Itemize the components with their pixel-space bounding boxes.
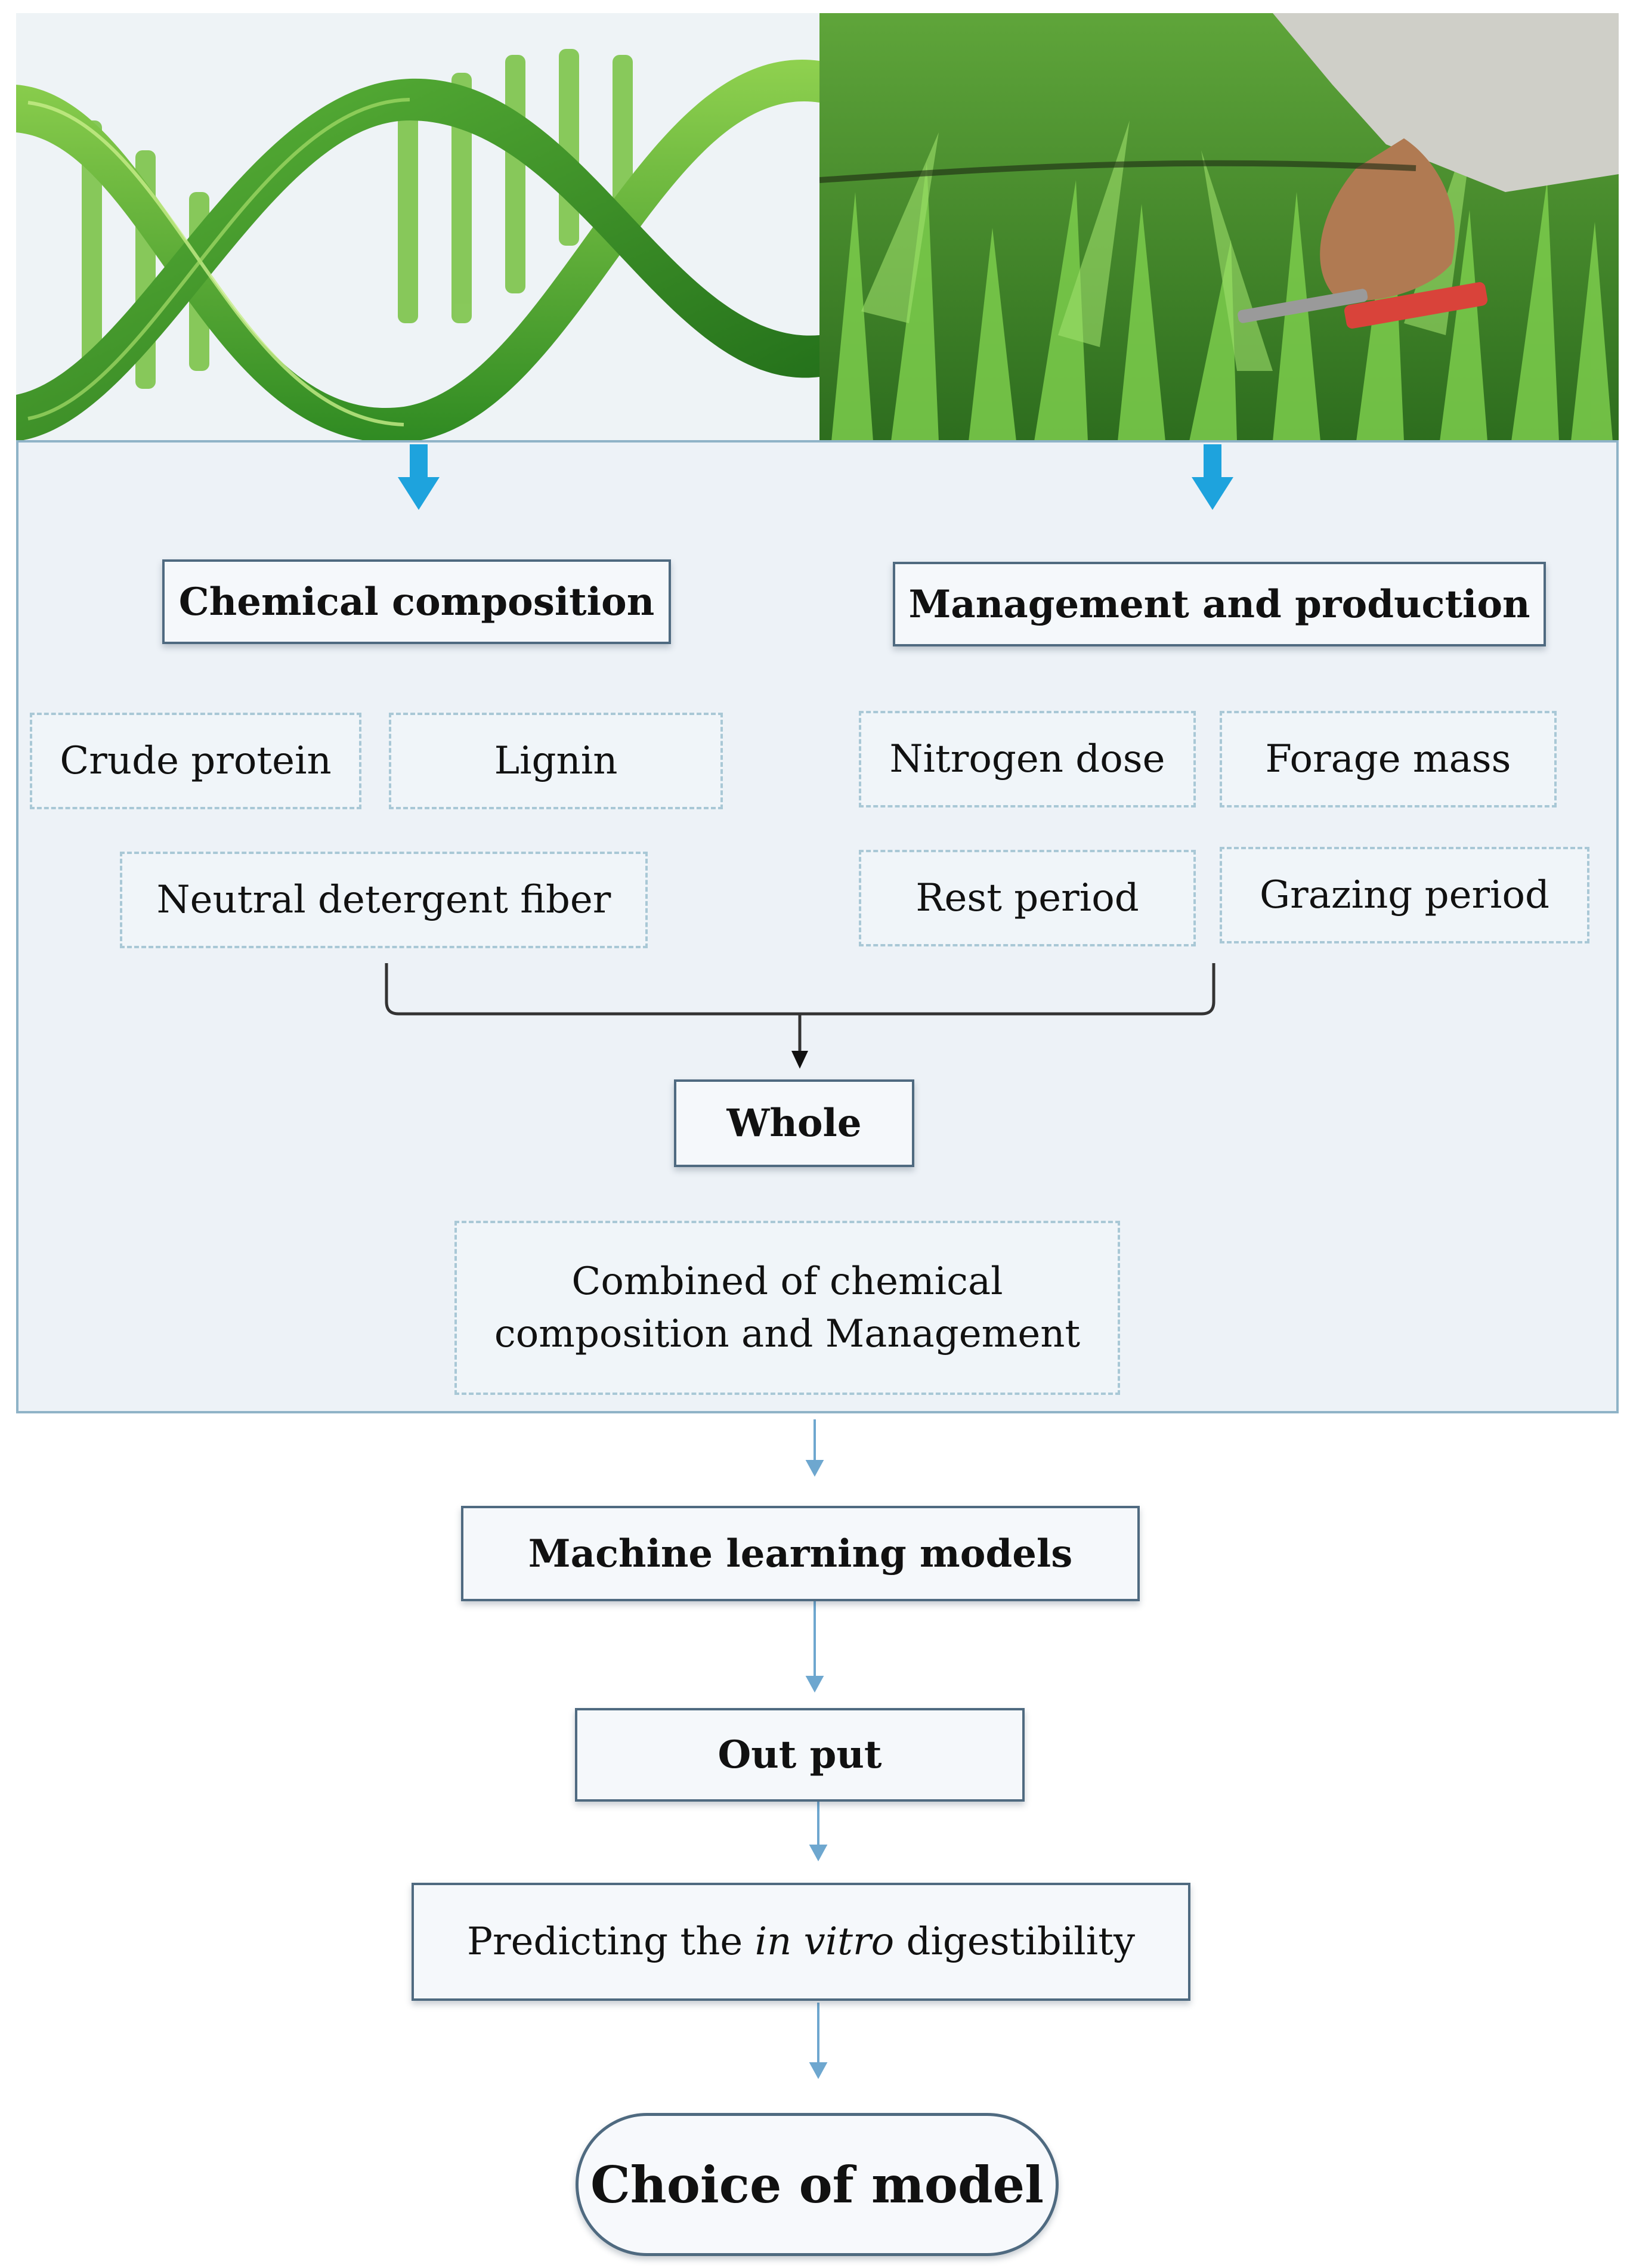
management-production-box: Management and production (893, 562, 1546, 646)
combined-description-line1: Combined of chemical (571, 1260, 1003, 1304)
forage-mass-item: Forage mass (1220, 711, 1557, 807)
right-down-arrow-icon (1192, 444, 1233, 510)
chemical-composition-box: Chemical composition (162, 559, 671, 644)
predicting-digestibility-box: Predicting the in vitro digestibility (412, 1883, 1190, 2001)
combined-description-line2: composition and Management (494, 1312, 1081, 1356)
lignin-item: Lignin (389, 713, 723, 809)
predicting-prefix: Predicting the (466, 1920, 755, 1964)
nitrogen-dose-item: Nitrogen dose (859, 711, 1196, 807)
combined-description-item: Combined of chemical composition and Man… (454, 1221, 1120, 1395)
neutral-detergent-fiber-item: Neutral detergent fiber (120, 852, 648, 948)
whole-box: Whole (674, 1079, 914, 1167)
machine-learning-models-box: Machine learning models (461, 1506, 1140, 1601)
output-box: Out put (575, 1708, 1025, 1802)
dna-leaf-image (16, 13, 819, 441)
left-down-arrow-icon (398, 444, 440, 510)
crude-protein-item: Crude protein (30, 713, 361, 809)
predicting-italic: in vitro (754, 1920, 895, 1964)
predicting-suffix: digestibility (894, 1920, 1136, 1964)
grazing-period-item: Grazing period (1220, 847, 1589, 943)
choice-of-model-pill: Choice of model (576, 2113, 1059, 2256)
rest-period-item: Rest period (859, 850, 1196, 946)
grass-cutting-image (819, 13, 1619, 441)
